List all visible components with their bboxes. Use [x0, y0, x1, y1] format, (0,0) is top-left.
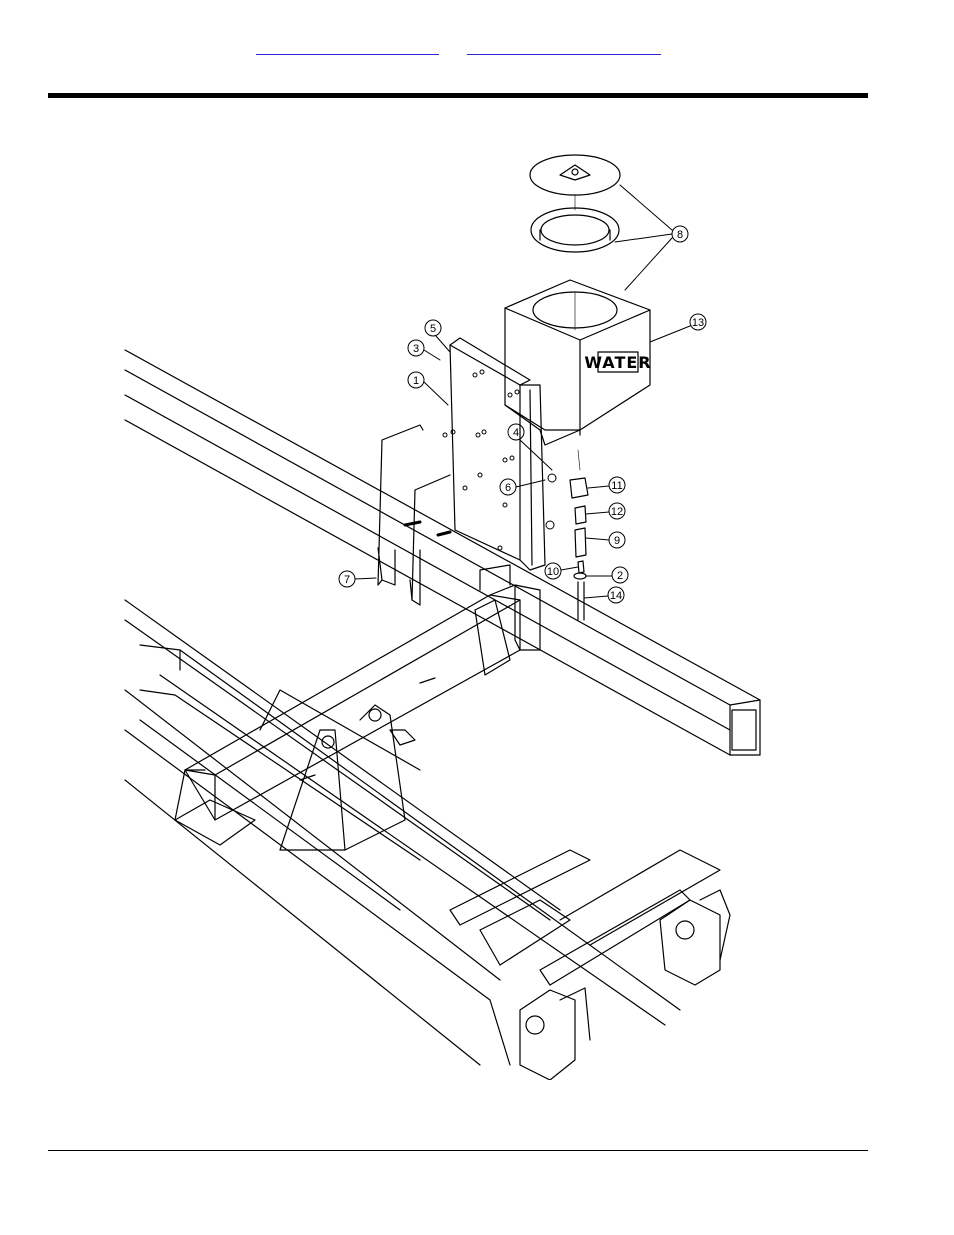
callout-6: 6	[505, 482, 511, 494]
callout-8: 8	[677, 229, 683, 241]
callout-14: 14	[610, 590, 622, 602]
header-link-2[interactable]	[467, 40, 661, 55]
callout-1: 1	[413, 375, 419, 387]
header-link-1[interactable]	[256, 40, 439, 55]
tank-lid	[530, 155, 620, 252]
callout-10: 10	[547, 566, 559, 578]
top-rule	[48, 93, 868, 98]
frame	[125, 350, 760, 1080]
header-links	[0, 40, 954, 60]
callout-7: 7	[344, 574, 350, 586]
bottom-rule	[48, 1150, 868, 1151]
callout-3: 3	[413, 343, 419, 355]
callout-2: 2	[617, 570, 623, 582]
callout-12: 12	[611, 506, 623, 518]
u-bolts	[378, 425, 450, 605]
callout-5: 5	[430, 323, 436, 335]
callout-13: 13	[692, 317, 704, 329]
callout-11: 11	[611, 480, 622, 492]
parts-diagram: WATER	[120, 130, 780, 1080]
fittings	[570, 450, 588, 620]
callout-4: 4	[513, 427, 519, 439]
tank-label: WATER	[584, 353, 651, 372]
callout-9: 9	[614, 535, 620, 547]
plate-bolts	[443, 370, 556, 550]
callouts	[339, 185, 706, 603]
